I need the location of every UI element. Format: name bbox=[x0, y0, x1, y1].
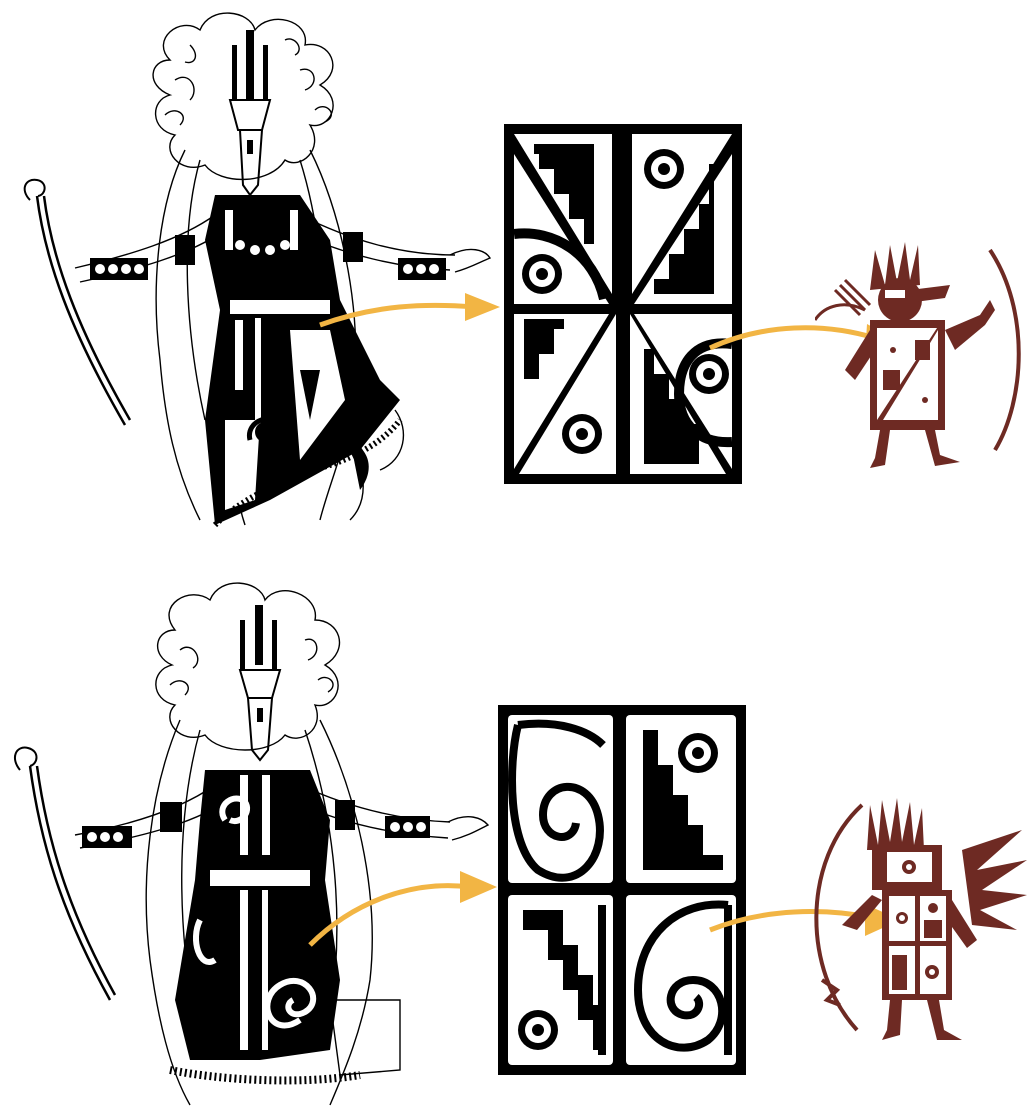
petroglyph-figure-1 bbox=[815, 230, 1030, 475]
dancer-figure-2 bbox=[0, 580, 500, 1109]
petroglyph-figure-2 bbox=[812, 790, 1032, 1060]
dancer-figure-1 bbox=[0, 0, 500, 530]
arrow-icon bbox=[315, 285, 505, 335]
concentric-circle-icon bbox=[518, 1010, 558, 1050]
arrow-icon bbox=[305, 865, 505, 955]
row-2 bbox=[0, 580, 1036, 1109]
pattern-panel-1 bbox=[504, 124, 742, 484]
row-1 bbox=[0, 0, 1036, 540]
concentric-circle-icon bbox=[678, 733, 718, 773]
pattern-panel-2 bbox=[498, 705, 746, 1075]
